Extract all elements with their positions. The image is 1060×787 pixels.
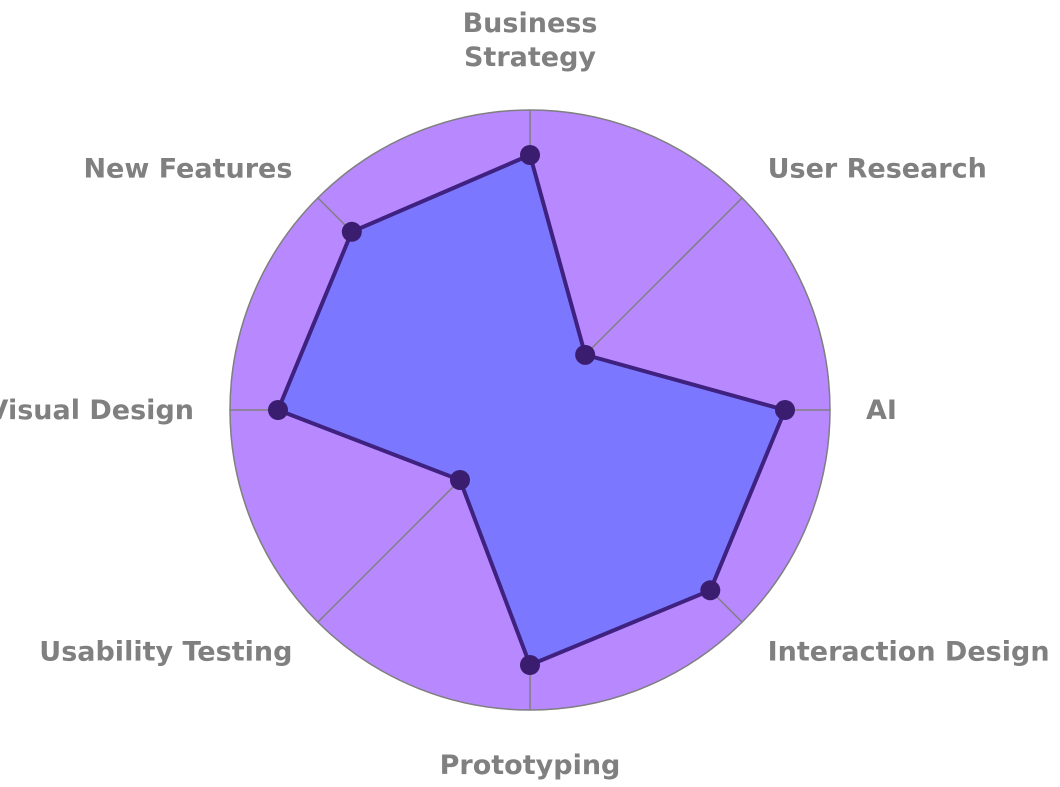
series-point [700,580,721,601]
series-point [775,400,795,420]
series-point [268,400,288,420]
series-point [520,145,540,165]
axis-label: Visual Design [0,395,194,426]
axis-label: Usability Testing [39,637,292,668]
axis-label: AI [866,395,897,426]
series-point [449,470,470,491]
series-point [341,221,362,242]
axis-label: Prototyping [440,750,621,781]
axis-label: User Research [768,153,987,184]
axis-label: Interaction Design [768,637,1050,668]
series-point [575,344,596,365]
series-markers [268,145,795,675]
axis-label: New Features [83,153,292,184]
series-point [520,655,540,675]
